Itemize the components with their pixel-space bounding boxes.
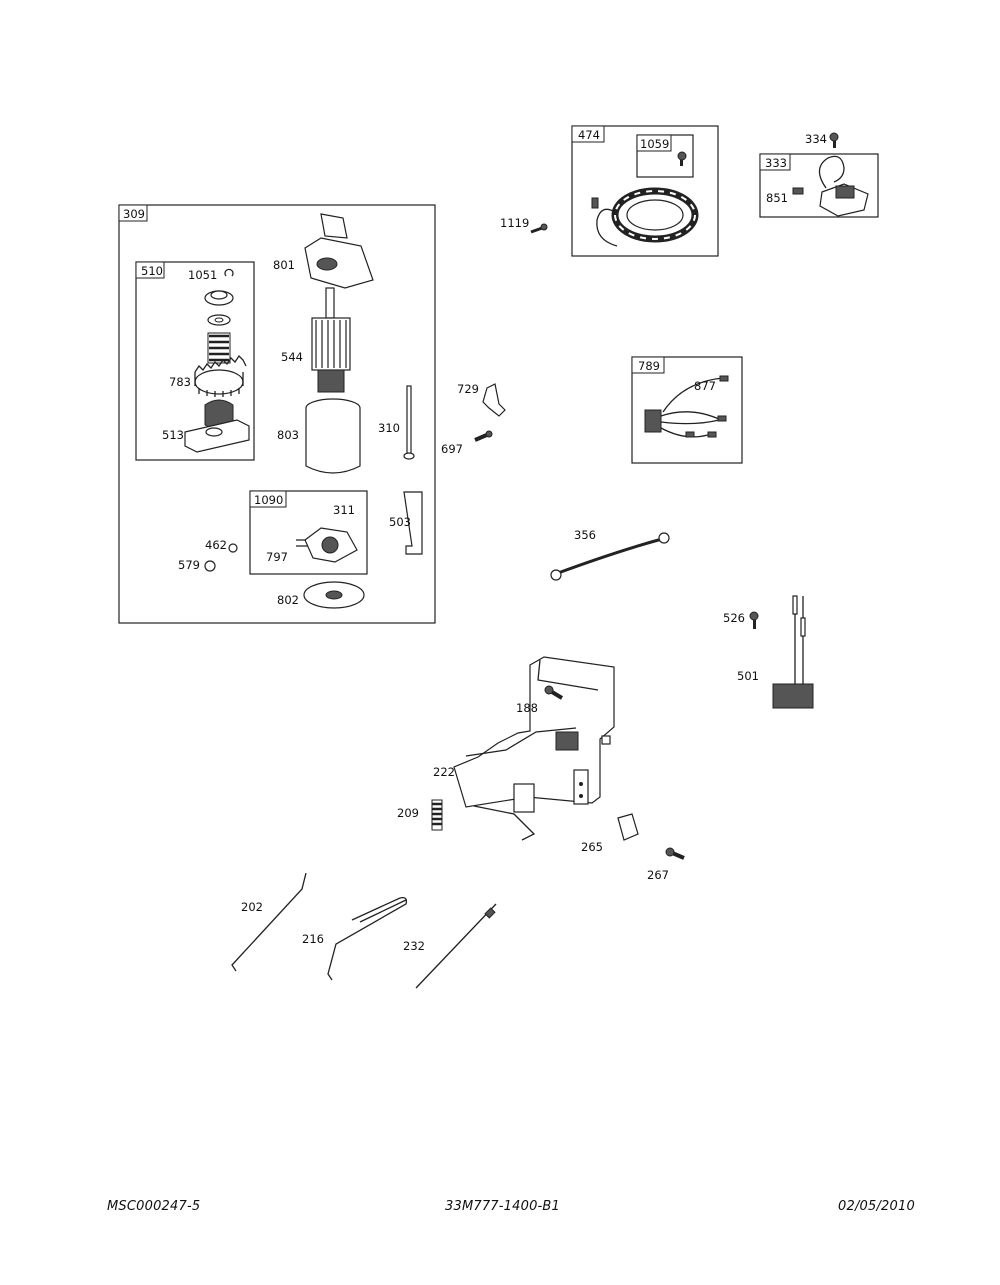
group-474-label: 474 xyxy=(578,128,600,142)
screw-1119 xyxy=(530,223,548,234)
callout-356: 356 xyxy=(574,528,596,542)
group-333-tag xyxy=(759,153,791,171)
group-474-tag xyxy=(571,125,605,143)
clip-265 xyxy=(617,813,639,841)
spring-209 xyxy=(431,799,443,831)
callout-503: 503 xyxy=(389,515,411,529)
screw-334 xyxy=(829,132,839,148)
screw-697 xyxy=(474,430,493,442)
alternator-stator xyxy=(591,187,699,247)
callout-209: 209 xyxy=(397,806,419,820)
clip-851 xyxy=(792,187,804,195)
callout-1051: 1051 xyxy=(188,268,217,282)
pinion-gear-783 xyxy=(194,354,247,397)
group-1090-tag xyxy=(249,490,287,508)
group-510-frame xyxy=(135,261,255,461)
insulator-503 xyxy=(403,491,423,555)
group-309-tag xyxy=(118,204,148,222)
bracket-729 xyxy=(482,383,506,417)
callout-462: 462 xyxy=(205,538,227,552)
brush-holder-311 xyxy=(296,527,358,563)
group-309-frame xyxy=(118,204,436,624)
callout-202: 202 xyxy=(241,900,263,914)
callout-216: 216 xyxy=(302,932,324,946)
callout-265: 265 xyxy=(581,840,603,854)
footer-document-id: MSC000247-5 xyxy=(107,1199,201,1214)
governor-link-202 xyxy=(231,872,307,972)
callout-311: 311 xyxy=(333,503,355,517)
callout-729: 729 xyxy=(457,382,479,396)
screw-1059 xyxy=(677,151,687,166)
nut-579 xyxy=(204,560,216,572)
callout-579: 579 xyxy=(178,558,200,572)
group-474-frame xyxy=(571,125,719,257)
callout-877: 877 xyxy=(694,379,716,393)
retaining-clip-1051 xyxy=(224,268,234,277)
callout-513: 513 xyxy=(162,428,184,442)
group-1059-tag xyxy=(636,134,672,152)
ignition-coil xyxy=(818,155,869,217)
screw-267 xyxy=(665,847,685,860)
callout-544: 544 xyxy=(281,350,303,364)
group-1090-frame xyxy=(249,490,368,575)
stop-switch-501 xyxy=(772,595,814,709)
screw-188 xyxy=(544,685,564,700)
end-cap-801 xyxy=(304,213,374,289)
callout-188: 188 xyxy=(516,701,538,715)
callout-232: 232 xyxy=(403,939,425,953)
ground-wire-356 xyxy=(550,532,670,581)
group-1090-label: 1090 xyxy=(254,493,283,507)
group-333-frame xyxy=(759,153,879,218)
nut-462 xyxy=(228,543,238,553)
group-309-label: 309 xyxy=(123,207,145,221)
control-bracket-222 xyxy=(453,656,615,841)
callout-797: 797 xyxy=(266,550,288,564)
footer-model-number: 33M777-1400-B1 xyxy=(445,1199,561,1214)
footer-date: 02/05/2010 xyxy=(838,1199,915,1214)
group-510-tag xyxy=(135,261,165,279)
callout-526: 526 xyxy=(723,611,745,625)
callout-801: 801 xyxy=(273,258,295,272)
callout-851: 851 xyxy=(766,191,788,205)
callout-802: 802 xyxy=(277,593,299,607)
group-789-tag xyxy=(631,356,665,374)
group-789-label: 789 xyxy=(638,359,660,373)
motor-housing-803 xyxy=(305,398,361,474)
screw-526 xyxy=(749,611,759,629)
callout-310: 310 xyxy=(378,421,400,435)
drive-assembly-513 xyxy=(184,399,250,453)
wire-harness-877 xyxy=(644,375,729,438)
callout-1119: 1119 xyxy=(500,216,529,230)
group-1059-label: 1059 xyxy=(640,137,669,151)
callout-783: 783 xyxy=(169,375,191,389)
spring-link-232 xyxy=(415,903,497,989)
callout-267: 267 xyxy=(647,868,669,882)
callout-501: 501 xyxy=(737,669,759,683)
group-510-label: 510 xyxy=(141,264,163,278)
end-plate-802 xyxy=(303,581,365,609)
callout-697: 697 xyxy=(441,442,463,456)
group-789-frame xyxy=(631,356,743,464)
pinion-spring xyxy=(207,332,231,364)
callout-334: 334 xyxy=(805,132,827,146)
callout-803: 803 xyxy=(277,428,299,442)
throttle-link-216 xyxy=(327,896,408,981)
armature-544 xyxy=(311,287,351,393)
group-333-label: 333 xyxy=(765,156,787,170)
through-bolt-310 xyxy=(403,385,415,460)
callout-222: 222 xyxy=(433,765,455,779)
